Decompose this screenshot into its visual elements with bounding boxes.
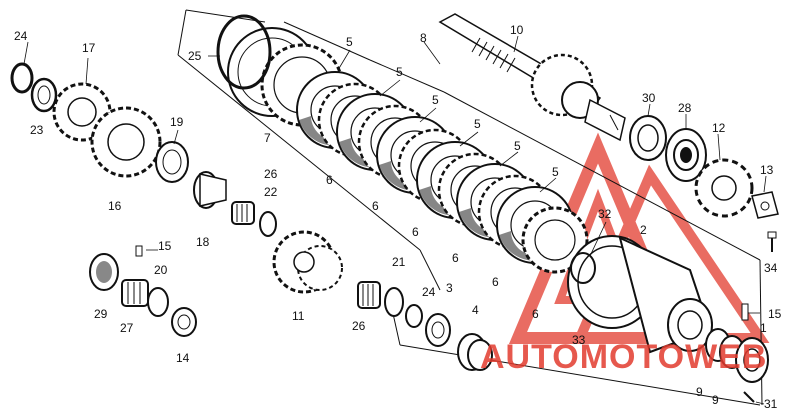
label-part-27: 27	[120, 321, 134, 335]
label-part-10: 10	[510, 23, 524, 37]
label-part-5b: 5	[396, 65, 403, 79]
label-part-17: 17	[82, 41, 96, 55]
label-part-3: 3	[446, 281, 453, 295]
label-part-11: 11	[292, 309, 305, 323]
watermark-label: AUTOMOTOWEB	[480, 338, 767, 376]
clutch-housing	[567, 235, 713, 354]
clutch-disc-pack	[227, 27, 589, 274]
part-labels: 24 23 17 16 19 18 25 7 5 5 5 5 5 5 6 6 6…	[14, 23, 782, 411]
label-part-5e: 5	[514, 139, 521, 153]
label-part-12: 12	[712, 121, 726, 135]
gear-11	[272, 230, 343, 294]
label-part-16: 16	[108, 199, 122, 213]
label-part-8: 8	[420, 31, 427, 45]
label-part-25: 25	[188, 49, 202, 63]
label-part-13: 13	[760, 163, 774, 177]
label-part-6e: 6	[492, 275, 499, 289]
label-part-18: 18	[196, 235, 210, 249]
part-14-collar	[171, 307, 197, 337]
label-part-15a: 15	[158, 239, 172, 253]
label-part-33: 33	[572, 333, 586, 347]
label-part-6c: 6	[412, 225, 419, 239]
part-13-plate	[751, 191, 779, 219]
part-20-washer	[147, 287, 169, 317]
label-part-26b: 26	[352, 319, 366, 333]
part-22-washer	[259, 211, 277, 237]
label-part-32: 32	[598, 207, 612, 221]
part-26-bearing-lower	[357, 281, 381, 309]
main-shaft	[438, 13, 626, 142]
washers-top-left	[10, 62, 58, 113]
label-part-21: 21	[392, 255, 406, 269]
part-3-washer	[425, 313, 451, 347]
label-part-4: 4	[472, 303, 479, 317]
label-part-6a: 6	[326, 173, 333, 187]
label-part-29: 29	[94, 307, 108, 321]
label-part-19: 19	[170, 115, 184, 129]
gear-16	[90, 106, 162, 178]
label-part-24: 24	[14, 29, 28, 43]
part-18-bushing	[193, 171, 227, 209]
part-15-pin-left	[135, 245, 143, 257]
label-part-5f: 5	[552, 165, 559, 179]
label-part-2: 2	[640, 223, 647, 237]
label-part-6f: 6	[532, 307, 539, 321]
part-29-bearing	[89, 253, 119, 291]
part-28-bearing	[665, 128, 707, 182]
label-part-14: 14	[176, 351, 190, 365]
label-part-1: 1	[760, 321, 767, 335]
part-12-sprocket	[694, 158, 754, 218]
label-part-9b: 9	[712, 393, 719, 407]
label-part-30: 30	[642, 91, 656, 105]
label-part-7: 7	[264, 131, 271, 145]
label-part-20: 20	[154, 263, 168, 277]
leader-lines	[23, 35, 767, 405]
label-part-26a: 26	[264, 167, 278, 181]
label-part-23: 23	[30, 123, 44, 137]
label-part-6b: 6	[372, 199, 379, 213]
part-30-seal	[629, 115, 667, 161]
label-part-34: 34	[764, 261, 778, 275]
label-part-28: 28	[678, 101, 692, 115]
label-part-5d: 5	[474, 117, 481, 131]
label-part-6d: 6	[452, 251, 459, 265]
label-part-22: 22	[264, 185, 278, 199]
part-4-collar	[457, 333, 493, 371]
label-part-5a: 5	[346, 35, 353, 49]
label-part-5c: 5	[432, 93, 439, 107]
part-25-snap-ring	[216, 14, 272, 90]
label-part-15b: 15	[768, 307, 782, 321]
label-part-31: 31	[764, 397, 778, 411]
part-26-bearing-upper	[231, 201, 255, 225]
part-34-bolt	[767, 231, 777, 252]
watermark-text: AUTOMOTOWEB	[480, 338, 767, 376]
part-27-needle-bearing	[121, 279, 149, 307]
part-24-washer-lower	[405, 304, 423, 328]
label-part-24b: 24	[422, 285, 436, 299]
label-part-9a: 9	[696, 385, 703, 399]
end-washers	[705, 303, 769, 403]
part-19-washer	[155, 141, 189, 183]
part-21-washer	[384, 287, 404, 317]
